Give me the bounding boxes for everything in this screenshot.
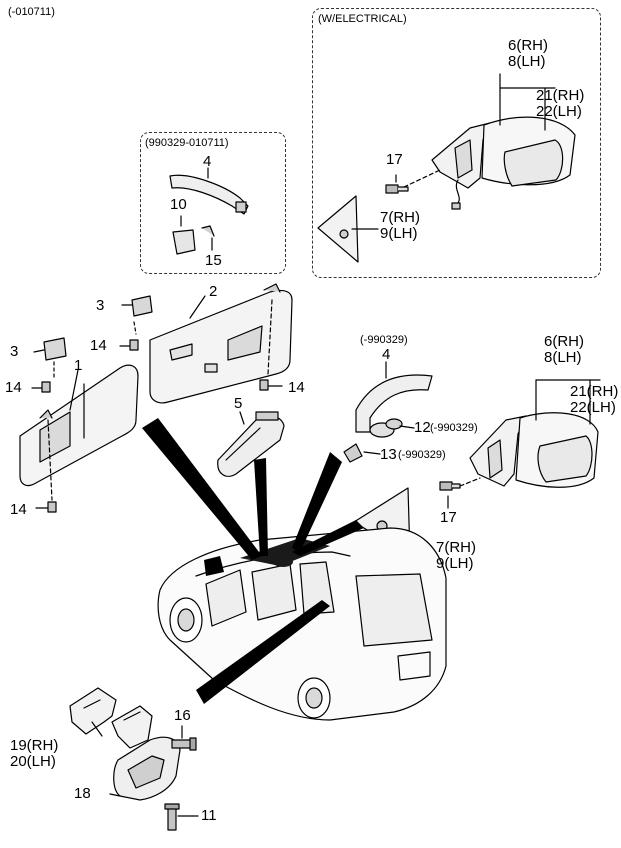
room-lamp-5: [217, 411, 285, 477]
grab-handle-frame-title: (990329-010711): [145, 137, 229, 149]
visor-clip-3-top: [131, 295, 153, 335]
label-19-20: 19(RH) 20(LH): [10, 737, 59, 770]
label-1: 1: [74, 357, 83, 374]
label-4-date: (-990329): [360, 334, 408, 346]
sun-visor-1: [19, 364, 139, 501]
grab-handle-4-early: [355, 374, 433, 433]
sun-visor-2: [149, 283, 293, 404]
label-10: 10: [170, 196, 187, 213]
label-2: 2: [209, 283, 218, 300]
electrical-frame-title: (W/ELECTRICAL): [318, 13, 407, 25]
label-14-a: 14: [90, 337, 107, 354]
screw-16: [171, 725, 197, 751]
clip-13: [343, 443, 363, 463]
label-14-d: 14: [10, 501, 27, 518]
handle-cap-10: [172, 229, 196, 255]
manual-mirror-assembly: [469, 412, 599, 488]
electrical-option-frame: [312, 8, 601, 278]
pointer-wedges: [142, 418, 364, 704]
bracket-18: [109, 736, 181, 801]
electrical-mirror-patch: [317, 195, 359, 263]
electrical-mirror-assembly: [403, 116, 576, 210]
label-12: 12: [414, 419, 431, 436]
label-4-box: 4: [203, 153, 212, 170]
label-21-22-top: 21(RH) 22(LH): [536, 87, 585, 120]
label-18: 18: [74, 785, 91, 802]
label-17-top: 17: [386, 151, 403, 168]
label-16: 16: [174, 707, 191, 724]
label-14-c: 14: [288, 379, 305, 396]
label-6-8-top: 6(RH) 8(LH): [508, 37, 548, 70]
header-date-range: (-010711): [8, 6, 55, 18]
screw-15: [201, 225, 215, 237]
bracket-19-20: [69, 687, 153, 749]
label-14-b: 14: [5, 379, 22, 396]
cap-12: [369, 418, 403, 438]
screw-17-lower: [439, 477, 481, 491]
label-15: 15: [205, 252, 222, 269]
label-6-8-mid: 6(RH) 8(LH): [544, 333, 584, 366]
grab-handle-option-frame: [140, 132, 286, 274]
label-13: 13: [380, 446, 397, 463]
label-13-date: (-990329): [398, 449, 446, 461]
label-3-top: 3: [96, 297, 105, 314]
label-5: 5: [234, 395, 243, 412]
label-3-left: 3: [10, 343, 19, 360]
grab-handle-4: [169, 174, 249, 215]
visor-clip-3-left: [43, 337, 67, 381]
screw-14-set: [41, 339, 269, 513]
label-11: 11: [201, 807, 217, 824]
label-4-early: 4: [382, 346, 391, 363]
label-12-date: (-990329): [430, 422, 478, 434]
label-7-9-top: 7(RH) 9(LH): [380, 209, 420, 242]
label-21-22-mid: 21(RH) 22(LH): [570, 383, 619, 416]
electrical-screw-17: [385, 184, 409, 194]
label-17-mid: 17: [440, 509, 457, 526]
screw-11: [164, 803, 199, 831]
label-7-9-bot: 7(RH) 9(LH): [436, 539, 476, 572]
